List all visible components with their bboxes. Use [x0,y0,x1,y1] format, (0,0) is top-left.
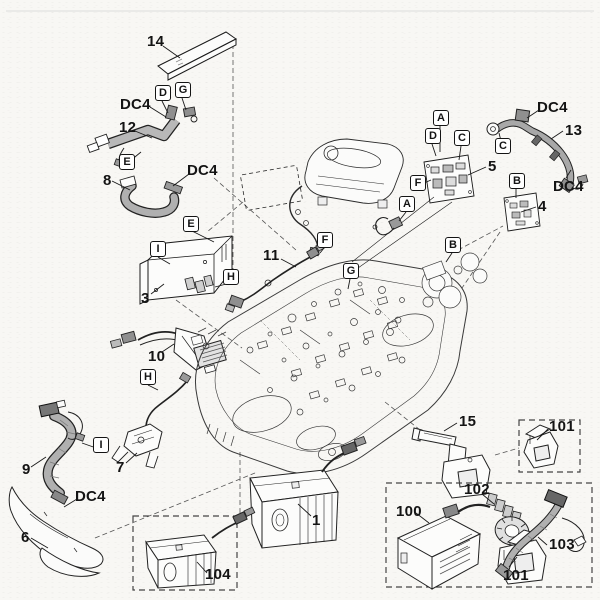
connector-ref-E-2: E [183,216,199,232]
connector-ref-B-2: B [445,237,461,253]
part-number-14: 14 [147,33,165,50]
connector-ref-C-2: C [495,138,511,154]
part-number-13: 13 [565,122,583,139]
part-number-102: 102 [464,481,490,498]
part-1-battery [249,435,367,549]
part-number-101-top: 101 [549,418,575,435]
connector-ref-F-2: F [317,232,333,248]
part-number-103: 103 [549,536,575,553]
part-14-cover-strip [157,31,237,81]
part-number-104: 104 [205,566,231,583]
connector-a-target [372,216,404,236]
connector-ref-C-1: C [454,130,470,146]
dc4-label-3: DC4 [537,99,568,116]
connector-ref-G-1: G [175,82,191,98]
part-number-4: 4 [538,198,547,215]
part-9-ribbon-cable [38,399,86,505]
part-number-10: 10 [148,348,166,365]
part-15-holder [411,427,491,499]
part-number-1: 1 [312,512,321,529]
connector-ref-H-2: H [140,369,156,385]
part-100-battery [396,515,482,590]
part-103-ribbon-cable [494,488,587,581]
part-number-12: 12 [119,119,137,136]
connector-ref-F-1: F [410,175,426,191]
connector-ref-B-1: B [509,173,525,189]
part-13-cable [486,108,589,194]
part-10-harness [109,327,228,374]
connector-ref-E-1: E [119,154,135,170]
part-number-7: 7 [116,459,125,476]
part-101-holder-top [523,424,559,469]
connector-ref-I-1: I [150,241,166,257]
part-7-clamp [111,371,192,469]
connector-ref-A-2: A [399,196,415,212]
projection-lines [94,44,520,539]
part-number-6: 6 [21,529,30,546]
part-number-5: 5 [488,158,497,175]
connector-ref-D-2: D [425,128,441,144]
dc4-label-2: DC4 [187,162,218,179]
dc4-label-5: DC4 [75,488,106,505]
connector-ref-D-1: D [155,85,171,101]
connector-ref-A-1: A [433,110,449,126]
dc4-label-4: DC4 [553,178,584,195]
part-number-9: 9 [22,461,31,478]
part-number-101-bottom: 101 [503,567,529,584]
part-number-11: 11 [263,247,280,264]
option-boxes [132,419,593,591]
dc4-label-1: DC4 [120,96,151,113]
part-104-battery [145,506,256,589]
part-number-15: 15 [459,413,477,430]
part-6-cover-wing [8,485,104,577]
connector-ref-H-1: H [223,269,239,285]
chassis-assembly [190,252,488,475]
connector-ref-I-2: I [93,437,109,453]
part-number-8: 8 [103,172,112,189]
part-12-harness [86,104,198,169]
connector-ref-G-2: G [343,263,359,279]
part-3-bracket-box [139,235,233,305]
console-assembly [240,138,404,257]
part-8-channel [119,175,184,218]
part-number-3: 3 [141,290,150,307]
part-number-100: 100 [396,503,422,520]
